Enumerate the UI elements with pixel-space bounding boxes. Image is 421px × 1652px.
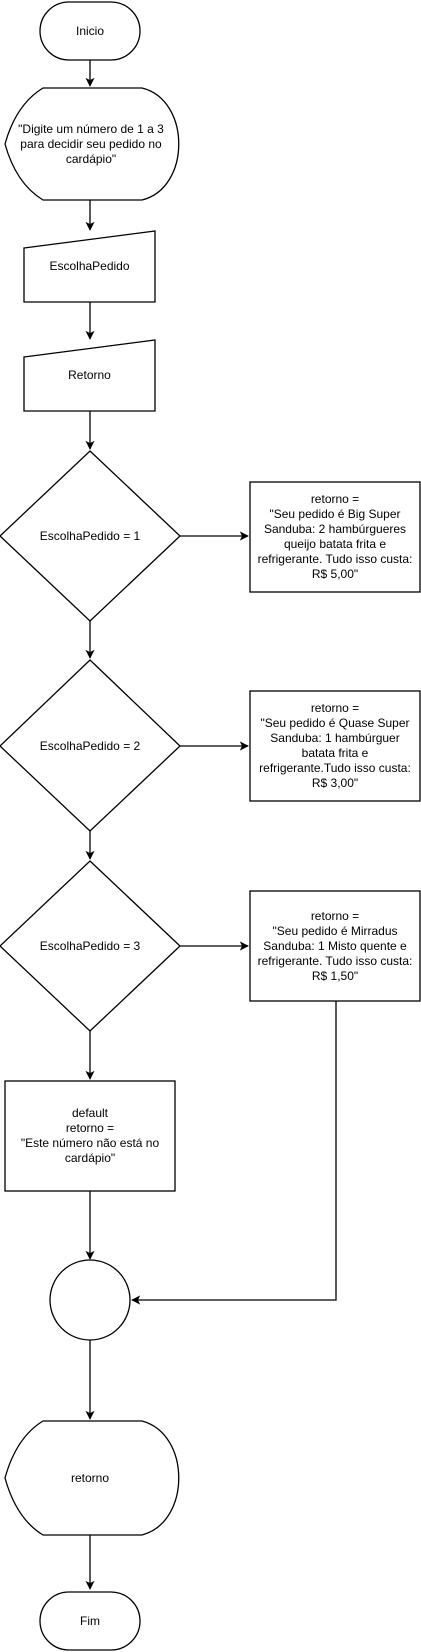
connector-circle bbox=[49, 1259, 131, 1341]
decision-2-label: EscolhaPedido = 2 bbox=[39, 738, 141, 753]
decision-1-diamond bbox=[0, 450, 181, 622]
edge-result-3-to-connector bbox=[131, 1000, 337, 1305]
decision-3-label: EscolhaPedido = 3 bbox=[39, 938, 141, 953]
output-display-shape bbox=[4, 1420, 180, 1536]
decision-1-label: EscolhaPedido = 1 bbox=[39, 528, 141, 543]
result-1-box bbox=[249, 481, 421, 593]
prompt-label: "Digite um número de 1 a 3 para decidir … bbox=[18, 121, 164, 166]
start-terminator bbox=[39, 1, 141, 61]
result-1-label: retorno = "Seu pedido é Big Super Sandub… bbox=[257, 492, 413, 581]
input-choice-shape bbox=[23, 230, 156, 303]
prompt-display-shape bbox=[4, 87, 180, 201]
default-box bbox=[4, 1080, 176, 1192]
result-3-box bbox=[249, 890, 421, 1002]
result-2-box bbox=[249, 690, 421, 802]
end-terminator bbox=[39, 1591, 141, 1651]
input-return-shape bbox=[23, 339, 156, 412]
start-label: Inicio bbox=[75, 23, 104, 38]
result-3-label: retorno = "Seu pedido é Mirradus Sanduba… bbox=[257, 908, 413, 983]
default-label: default retorno = "Este número não está … bbox=[20, 1106, 160, 1165]
output-label: retorno bbox=[70, 1470, 110, 1485]
end-label: Fim bbox=[80, 1613, 100, 1628]
result-2-label: retorno = "Seu pedido é Quase Super Sand… bbox=[259, 701, 411, 790]
decision-2-diamond bbox=[0, 659, 181, 832]
decision-3-diamond bbox=[0, 860, 181, 1032]
input-return-label: Retorno bbox=[68, 367, 111, 382]
input-choice-label: EscolhaPedido bbox=[49, 258, 130, 273]
